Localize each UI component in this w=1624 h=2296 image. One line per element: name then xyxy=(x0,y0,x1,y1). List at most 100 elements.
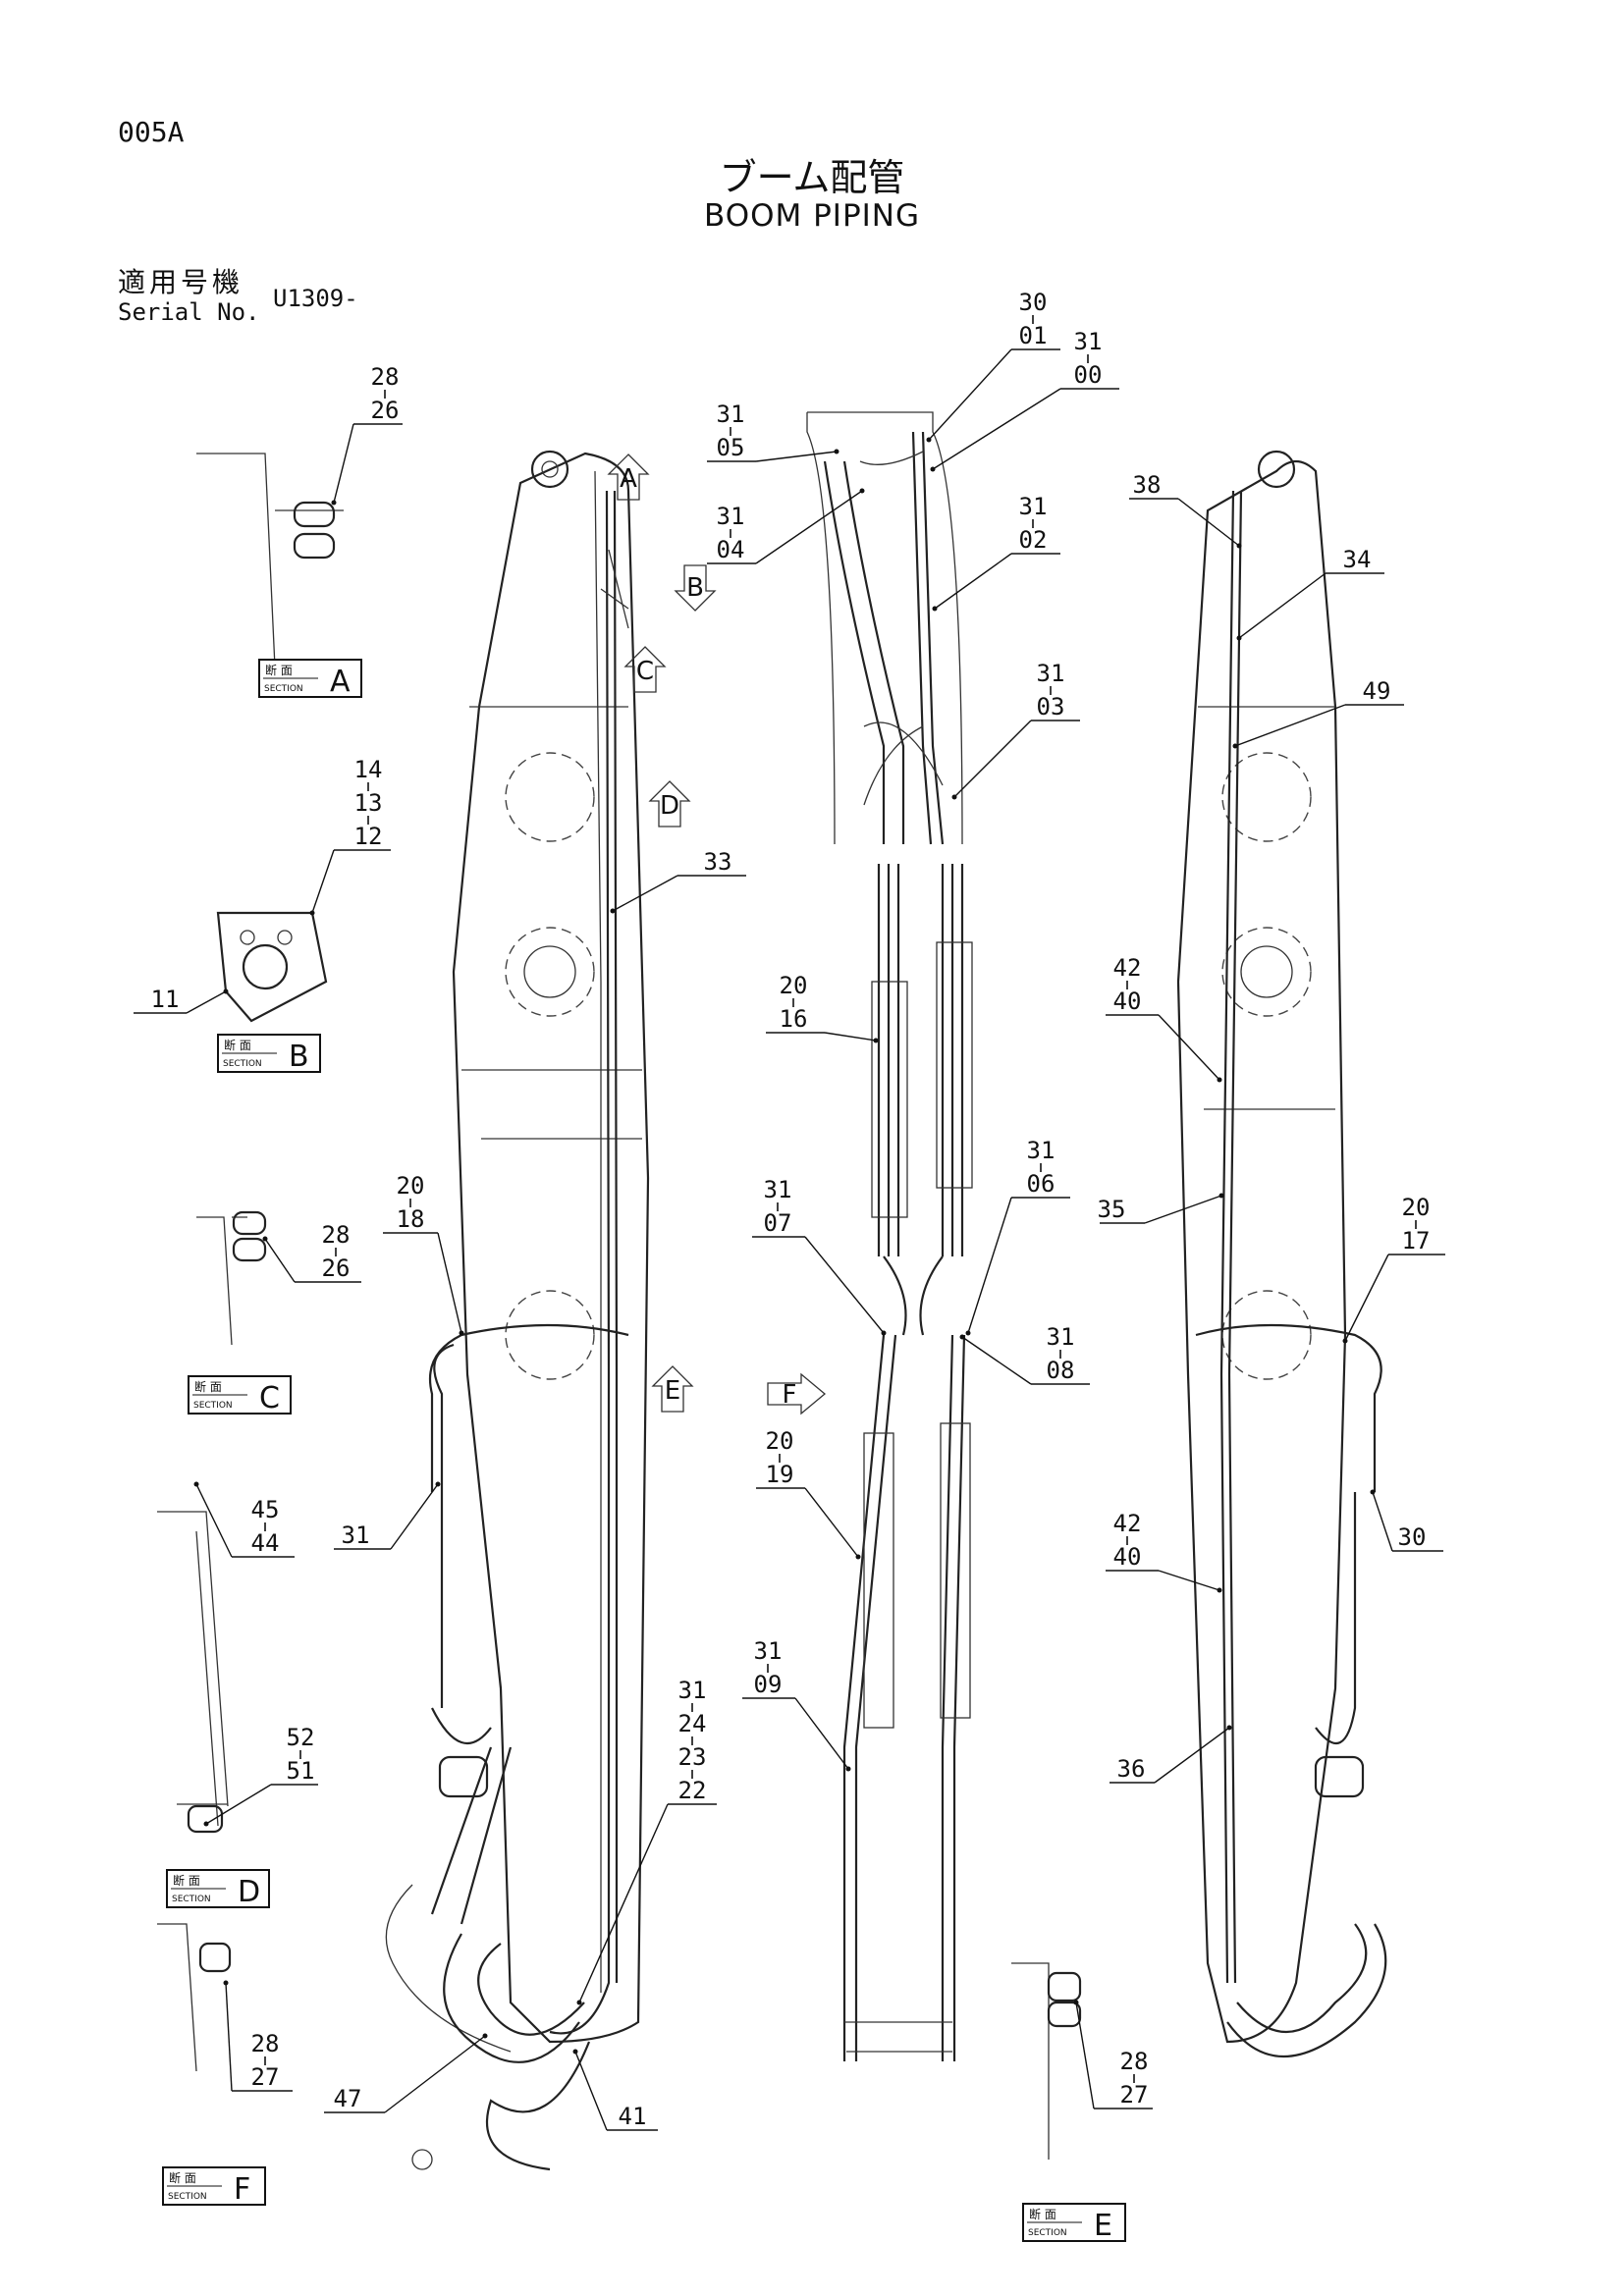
serial-value: U1309- xyxy=(273,285,358,312)
callout-number: 31 xyxy=(1019,493,1048,520)
callout-number: 31 xyxy=(1027,1137,1056,1164)
callout-number: 51 xyxy=(287,1757,315,1785)
svg-text:断 面: 断 面 xyxy=(173,1873,200,1888)
section-sketches xyxy=(157,453,1082,2160)
view-arrow-e: E xyxy=(651,1365,694,1413)
callout-number: 45 xyxy=(251,1496,280,1523)
svg-text:A: A xyxy=(330,665,351,699)
svg-text:断 面: 断 面 xyxy=(224,1038,251,1052)
svg-text:断 面: 断 面 xyxy=(169,2170,196,2185)
callout-r35: 35 xyxy=(1098,1193,1224,1224)
svg-text:SECTION: SECTION xyxy=(1028,2228,1067,2238)
callout-number: 20 xyxy=(766,1427,794,1455)
callout-number: 28 xyxy=(1120,2048,1149,2075)
callout-r36: 36 xyxy=(1110,1725,1232,1784)
callout-l31: 31 xyxy=(334,1481,441,1550)
callout-number: 42 xyxy=(1113,1510,1142,1537)
callout-number: 26 xyxy=(322,1255,351,1282)
svg-text:SECTION: SECTION xyxy=(168,2192,207,2202)
callout-number: 31 xyxy=(754,1637,783,1665)
callout-number: 08 xyxy=(1047,1357,1075,1384)
svg-text:SECTION: SECTION xyxy=(193,1401,233,1411)
callouts: 2826141312112826454452512827282720183133… xyxy=(134,289,1445,2131)
callout-number: 41 xyxy=(619,2103,647,2130)
callout-number: 30 xyxy=(1019,289,1048,316)
callout-number: 18 xyxy=(397,1205,425,1233)
view-arrow-b: B xyxy=(674,564,717,612)
callout-r30: 30 xyxy=(1370,1489,1443,1552)
callout-number: 52 xyxy=(287,1724,315,1751)
callout-number: 23 xyxy=(678,1743,707,1771)
callout-number: 04 xyxy=(717,536,745,563)
callout-l47: 47 xyxy=(324,2033,488,2113)
callout-number: 00 xyxy=(1074,361,1103,389)
svg-text:SECTION: SECTION xyxy=(172,1895,211,1904)
svg-text:D: D xyxy=(238,1875,260,1909)
svg-text:F: F xyxy=(234,2172,250,2207)
callout-number: 31 xyxy=(678,1677,707,1704)
callout-number: 34 xyxy=(1343,546,1372,573)
callout-number: 44 xyxy=(251,1529,280,1557)
svg-text:C: C xyxy=(636,657,654,686)
page-title-en: BOOM PIPING xyxy=(703,198,920,234)
callout-number: 26 xyxy=(371,397,400,424)
svg-text:SECTION: SECTION xyxy=(223,1059,262,1069)
callout-number: 36 xyxy=(1117,1755,1146,1783)
callout-number: 38 xyxy=(1133,471,1162,499)
section-box-d: 断 面 SECTION D xyxy=(166,1869,270,1909)
callout-number: 40 xyxy=(1113,1543,1142,1571)
svg-text:F: F xyxy=(783,1380,797,1410)
callout-number: 31 xyxy=(1047,1323,1075,1351)
callout-number: 06 xyxy=(1027,1170,1056,1198)
boom-right xyxy=(1176,450,1387,2058)
callout-number: 31 xyxy=(717,503,745,530)
callout-number: 09 xyxy=(754,1671,783,1698)
svg-text:断 面: 断 面 xyxy=(194,1379,222,1394)
callout-number: 24 xyxy=(678,1710,707,1737)
callout-number: 42 xyxy=(1113,954,1142,982)
svg-text:D: D xyxy=(660,791,679,821)
callout-number: 33 xyxy=(704,848,732,876)
svg-text:断 面: 断 面 xyxy=(1029,2207,1056,2221)
callout-number: 30 xyxy=(1398,1523,1427,1551)
callout-number: 14 xyxy=(354,756,383,783)
svg-text:A: A xyxy=(620,464,637,494)
svg-text:C: C xyxy=(259,1381,280,1415)
callout-number: 20 xyxy=(780,972,808,999)
callout-number: 02 xyxy=(1019,526,1048,554)
page-title-jp: ブーム配管 xyxy=(719,156,905,199)
callout-number: 49 xyxy=(1363,677,1391,705)
callout-number: 22 xyxy=(678,1777,707,1804)
callout-number: 28 xyxy=(251,2030,280,2057)
callout-secB_b: 11 xyxy=(134,986,229,1014)
callout-number: 28 xyxy=(371,363,400,391)
callout-number: 19 xyxy=(766,1461,794,1488)
callout-number: 31 xyxy=(342,1522,370,1549)
boom-center xyxy=(806,411,973,2061)
callout-number: 40 xyxy=(1113,988,1142,1015)
section-box-c: 断 面 SECTION C xyxy=(188,1375,292,1415)
callout-number: 47 xyxy=(334,2085,362,2112)
view-arrow-a: A xyxy=(607,454,650,501)
page-code: 005A xyxy=(118,116,185,148)
callout-number: 01 xyxy=(1019,322,1048,349)
